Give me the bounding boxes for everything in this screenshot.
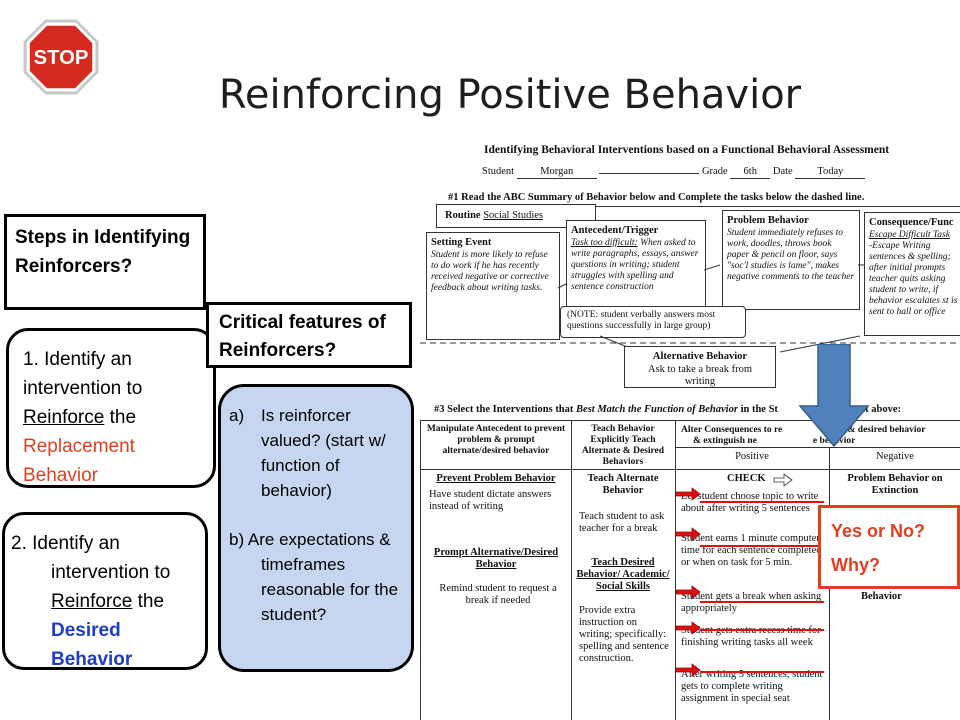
worksheet-heading: Identifying Behavioral Interventions bas… bbox=[484, 144, 890, 156]
problem-behavior-box: Problem Behavior Student immediately ref… bbox=[722, 210, 860, 310]
section-1-heading: #1 Read the ABC Summary of Behavior belo… bbox=[448, 192, 865, 203]
stop-sign-icon: STOP bbox=[23, 19, 99, 95]
student-field: Student Morgan Grade 6th Date Today bbox=[482, 166, 866, 179]
step-2-box: 2. Identify an intervention to Reinforce… bbox=[2, 512, 208, 670]
features-box: a) Is reinforcer valued? (start w/ funct… bbox=[218, 384, 414, 672]
alternative-behavior-box: Alternative Behavior Ask to take a break… bbox=[624, 346, 776, 388]
yes-or-no-callout: Yes or No? Why? bbox=[818, 505, 960, 589]
interventions-table: Manipulate Antecedent to prevent problem… bbox=[420, 420, 960, 720]
page-title: Reinforcing Positive Behavior bbox=[218, 72, 802, 118]
steps-box: Steps in Identifying Reinforcers? bbox=[4, 214, 206, 310]
setting-event-box: Setting Event Student is more likely to … bbox=[426, 232, 560, 340]
step-1-box: 1. Identify an intervention to Reinforce… bbox=[6, 328, 216, 488]
down-arrow-icon bbox=[798, 344, 870, 448]
stop-sign-text: STOP bbox=[34, 47, 89, 69]
worksheet-image: Identifying Behavioral Interventions bas… bbox=[420, 140, 960, 720]
note-box: (NOTE: student verbally answers most que… bbox=[560, 306, 746, 338]
consequence-box: Consequence/Func Escape Difficult Task -… bbox=[864, 212, 960, 336]
critical-features-box: Critical features of Reinforcers? bbox=[206, 302, 412, 368]
red-arrows bbox=[675, 473, 824, 677]
